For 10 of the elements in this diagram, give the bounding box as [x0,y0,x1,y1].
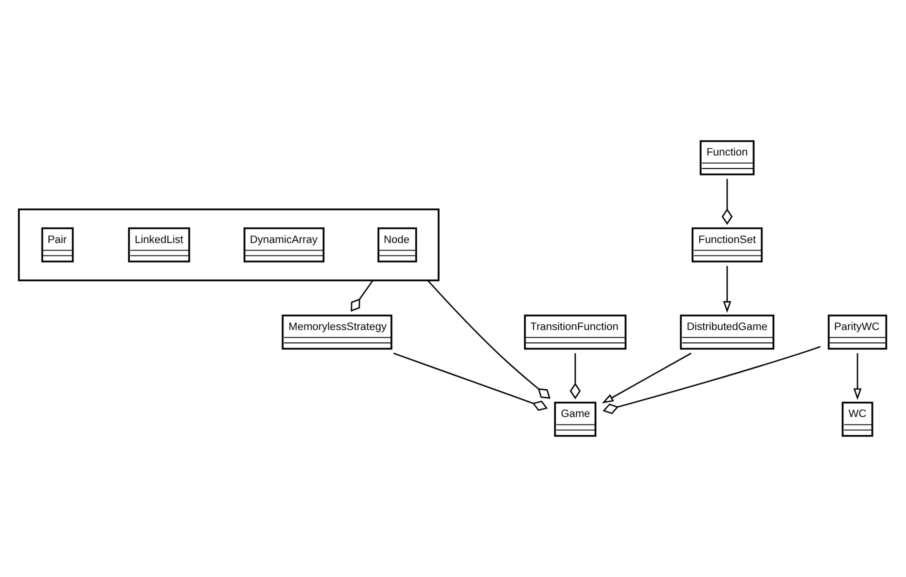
connector [427,280,550,399]
connector [350,280,374,312]
arrow [723,266,732,313]
connector [722,178,733,225]
connector [602,346,821,414]
cluster [18,208,440,282]
connector [570,353,581,400]
arrow [853,353,862,400]
connector [393,352,548,411]
arrow [602,352,692,404]
